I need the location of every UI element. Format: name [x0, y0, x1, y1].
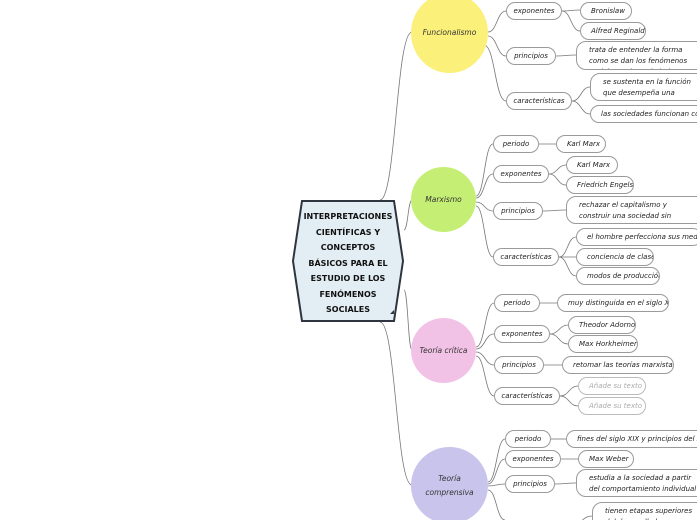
link-c-exp-2 — [549, 333, 569, 345]
node-marxismo-principios[interactable]: principios — [493, 202, 543, 220]
leaf-siglo-xix[interactable]: Karl Marx — [556, 135, 606, 153]
leaf-placeholder-1[interactable]: Añade su texto — [578, 377, 646, 395]
link-t-car — [487, 489, 506, 520]
link-m-car-1 — [558, 236, 577, 258]
node-comprensiva-exponentes[interactable]: exponentes — [505, 450, 561, 468]
node-critica-caracteristicas[interactable]: características — [494, 387, 560, 405]
link-t-exp — [487, 458, 506, 485]
leaf-siglo-xx[interactable]: muy distinguida en el siglo XX — [557, 294, 669, 312]
link-c-pri — [475, 351, 495, 366]
link-f-car — [483, 44, 507, 102]
central-topic-title: INTERPRETACIONES CIENTÍFICAS Y CONCEPTOS… — [303, 212, 393, 314]
link-m-pri — [475, 201, 494, 212]
branch-marxismo[interactable]: Marxismo — [411, 167, 476, 232]
link-t-pri-1 — [554, 482, 577, 485]
link-m-per — [475, 143, 494, 197]
node-comprensiva-periodo[interactable]: periodo — [505, 430, 551, 448]
link-f-car-1 — [571, 86, 591, 102]
branch-teoria-comprensiva[interactable]: Teoría comprensiva — [411, 447, 488, 520]
link-t-car-1 — [581, 515, 593, 520]
leaf-comprensiva-caracteristica[interactable]: tienen etapas superiores del desarrollo … — [592, 502, 697, 520]
node-funcionalismo-exponentes[interactable]: exponentes — [506, 2, 562, 20]
link-t-pri — [487, 483, 506, 487]
leaf-theodor-adorno[interactable]: Theodor Adorno — [568, 316, 636, 334]
node-funcionalismo-caracteristicas[interactable]: características — [506, 92, 572, 110]
link-central-funcionalismo — [379, 31, 413, 201]
leaf-comprensiva-principio[interactable]: estudia a la sociedad a partir del compo… — [576, 469, 697, 497]
link-f-exp-2 — [561, 10, 581, 32]
leaf-marxismo-principio[interactable]: rechazar el capitalismo y construir una … — [566, 196, 697, 224]
leaf-alfred-reginald[interactable]: Alfred Reginald — [580, 22, 646, 40]
node-comprensiva-principios[interactable]: principios — [505, 475, 555, 493]
leaf-funcionalismo-principio[interactable]: trata de entender la forma como se dan l… — [576, 41, 697, 70]
link-c-exp-1 — [549, 324, 569, 335]
link-m-car — [475, 205, 494, 258]
leaf-modos-de-produccion[interactable]: modos de producción — [576, 267, 660, 285]
branch-teoria-critica[interactable]: Teoría crítica — [411, 318, 476, 383]
link-c-exp — [475, 333, 495, 350]
leaf-funcionalismo-funcion[interactable]: se sustenta en la función que desempeña … — [590, 73, 697, 101]
node-critica-principios[interactable]: principios — [494, 356, 544, 374]
node-critica-exponentes[interactable]: exponentes — [494, 325, 550, 343]
node-marxismo-exponentes[interactable]: exponentes — [493, 165, 549, 183]
node-marxismo-periodo[interactable]: periodo — [493, 135, 539, 153]
link-m-exp-2 — [548, 173, 567, 186]
link-f-exp — [487, 10, 507, 33]
link-c-car-2 — [559, 395, 579, 407]
leaf-marxismo-perfecciona[interactable]: el hombre perfecciona sus medios para pr… — [576, 228, 697, 246]
leaf-karl-marx[interactable]: Karl Marx — [566, 156, 618, 174]
branch-funcionalismo[interactable]: Funcionalismo — [411, 0, 488, 73]
leaf-max-weber[interactable]: Max Weber — [578, 450, 634, 468]
link-central-critica — [403, 289, 413, 351]
leaf-placeholder-2[interactable]: Añade su texto — [578, 397, 646, 415]
leaf-bronislaw[interactable]: Bronislaw — [580, 2, 632, 20]
link-m-exp — [475, 173, 494, 199]
node-funcionalismo-principios[interactable]: principios — [506, 47, 556, 65]
link-m-exp-1 — [548, 164, 567, 175]
leaf-friedrich-engels[interactable]: Friedrich Engels — [566, 176, 634, 194]
leaf-fines-siglo-xix[interactable]: fines del siglo XIX y principios del XX — [566, 430, 697, 448]
central-topic[interactable]: INTERPRETACIONES CIENTÍFICAS Y CONCEPTOS… — [292, 200, 404, 322]
link-t-per — [487, 438, 506, 483]
central-topic-shape — [292, 200, 404, 322]
leaf-retomar-marxistas[interactable]: retomar las teorías marxistas — [562, 356, 674, 374]
link-m-pri-1 — [542, 209, 567, 212]
leaf-max-horkheimer[interactable]: Max Horkheimer — [568, 335, 638, 353]
link-f-pri — [487, 35, 507, 57]
leaf-funcionalismo-organismo[interactable]: las sociedades funcionan como un organis… — [590, 105, 697, 123]
link-c-car-1 — [559, 385, 579, 397]
link-c-car — [475, 355, 495, 397]
link-central-comprensiva — [379, 321, 413, 486]
link-c-per — [475, 302, 495, 348]
resize-corner-icon[interactable] — [390, 310, 394, 314]
node-critica-periodo[interactable]: periodo — [494, 294, 540, 312]
link-m-car-3 — [558, 256, 577, 277]
leaf-conciencia-de-clase[interactable]: conciencia de clase — [576, 248, 654, 266]
link-f-car-2 — [571, 100, 591, 115]
link-f-exp-1 — [561, 9, 581, 12]
link-f-pri-1 — [555, 54, 577, 57]
node-marxismo-caracteristicas[interactable]: características — [493, 248, 559, 266]
